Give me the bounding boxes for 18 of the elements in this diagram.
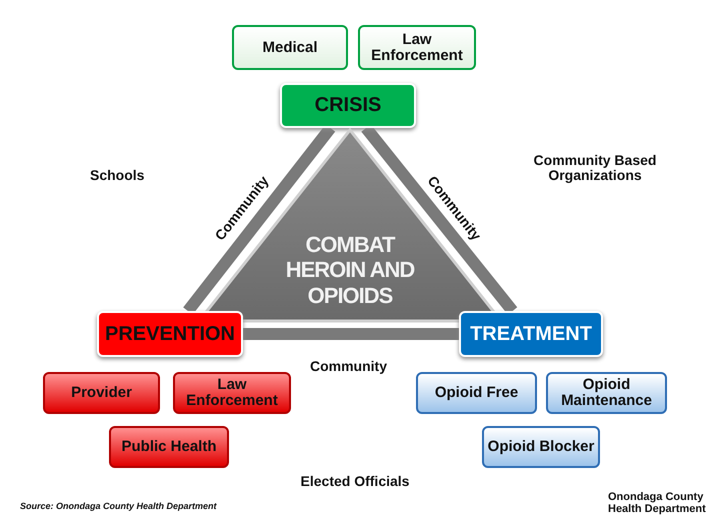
category-box: Law Enforcement	[173, 372, 291, 414]
category-box: Opioid Maintenance	[546, 372, 667, 414]
category-box: Medical	[232, 25, 348, 70]
category-box: Law Enforcement	[358, 25, 476, 70]
category-box: Opioid Free	[416, 372, 537, 414]
text-label: Elected Officials	[300, 474, 410, 490]
category-box: Public Health	[109, 426, 229, 468]
category-box: Opioid Blocker	[482, 426, 600, 468]
edge-label: Community	[310, 358, 387, 374]
text-label: Schools	[90, 168, 146, 184]
category-box: Provider	[43, 372, 160, 414]
source-note: Source: Onondaga County Health Department	[20, 502, 218, 512]
stage-box: PREVENTION	[97, 311, 243, 357]
stage-box: CRISIS	[280, 83, 416, 128]
connector-band	[243, 328, 459, 340]
stage-box: TREATMENT	[459, 311, 603, 357]
text-label: Onondaga County Health Department	[608, 491, 707, 516]
text-label: Community Based Organizations	[532, 153, 658, 184]
